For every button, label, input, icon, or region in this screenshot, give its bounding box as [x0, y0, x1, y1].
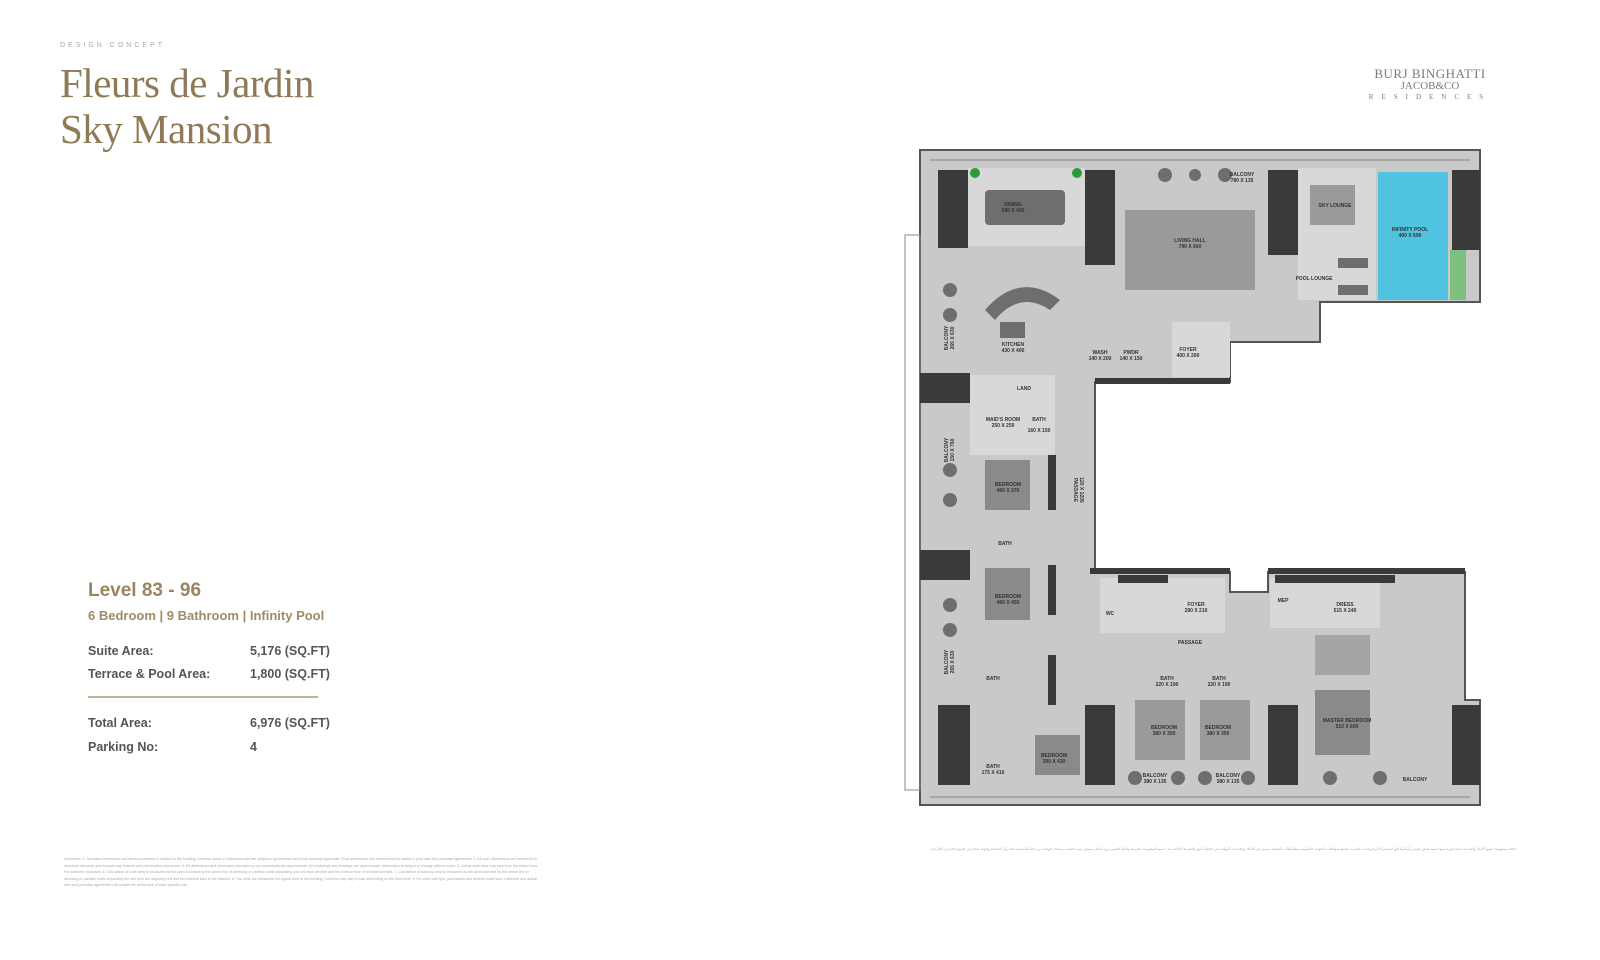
page-title: Fleurs de Jardin Sky Mansion	[60, 60, 314, 152]
room-name: SKY LOUNGE	[1319, 203, 1353, 209]
room-dims: 390 X 430	[1043, 759, 1066, 765]
room-dims: 380 X 135	[1144, 779, 1167, 785]
room-name: FOYER	[1187, 602, 1205, 608]
row-label: Terrace & Pool Area:	[88, 667, 211, 681]
room-dims: 460 X 450	[997, 600, 1020, 606]
title-line-1: Fleurs de Jardin	[60, 60, 314, 106]
row-value: 1,800 (SQ.FT)	[250, 667, 330, 681]
room-name: LIVING HALL	[1174, 238, 1205, 244]
disclaimer-english: Disclaimer: 1. All stated dimensions and…	[64, 857, 538, 888]
room-dims: 380 X 350	[1207, 731, 1230, 737]
room-dims: 460 X 370	[997, 488, 1020, 494]
room-name: BATH	[998, 541, 1012, 547]
terrace-area-row: Terrace & Pool Area: 1,800 (SQ.FT)	[88, 667, 330, 681]
room-name: BEDROOM	[995, 594, 1021, 600]
eyebrow-label: DESIGN CONCEPT	[60, 42, 166, 49]
room-dims: 265 X 630	[950, 326, 956, 349]
title-line-2: Sky Mansion	[60, 106, 273, 152]
parking-row: Parking No: 4	[88, 740, 257, 754]
plant-icons	[970, 168, 1082, 178]
row-label: Parking No:	[88, 740, 159, 754]
row-label: Total Area:	[88, 716, 152, 730]
room-name: FOYER	[1179, 347, 1197, 353]
structural-columns	[920, 170, 1480, 785]
disclaimer-arabic: إخلاء مسؤولية: جميع الأبعاد والخدمات الم…	[929, 847, 1516, 851]
room-name: BATH	[986, 764, 1000, 770]
room-dims: 175 X 410	[982, 770, 1005, 776]
room-name: POOL LOUNGE	[1296, 276, 1334, 282]
room-name: BEDROOM	[1205, 725, 1231, 731]
room-labels: DINING 590 X 420 LIVING HALL 790 X 660 B…	[944, 172, 1428, 785]
room-name: WC	[1106, 611, 1115, 617]
room-name: BEDROOM	[1041, 753, 1067, 759]
room-dims: 380 X 350	[1153, 731, 1176, 737]
room-name: PASSAGE	[1072, 478, 1078, 503]
room-name: BALCONY	[944, 437, 950, 462]
furniture	[943, 168, 1387, 785]
room-dims: 140 X 150	[1120, 356, 1143, 362]
room-name: WASH	[1093, 350, 1108, 356]
room-dims: 220 X 190	[1208, 682, 1231, 688]
room-name: BEDROOM	[1151, 725, 1177, 731]
room-name: KITCHEN	[1002, 342, 1025, 348]
room-name: BALCONY	[944, 325, 950, 350]
room-dims: 265 X 630	[950, 650, 956, 673]
room-name: BEDROOM	[995, 482, 1021, 488]
room-dims: 220 X 190	[1156, 682, 1179, 688]
room-dims: 510 X 600	[1336, 724, 1359, 730]
room-name: DINING	[1004, 202, 1022, 208]
room-name: BALCONY	[1143, 773, 1168, 779]
room-name: BATH	[986, 676, 1000, 682]
room-name: BALCONY	[1403, 777, 1428, 783]
row-value: 5,176 (SQ.FT)	[250, 644, 330, 658]
room-name: MEP	[1278, 598, 1290, 604]
room-dims: 400 X 690	[1399, 233, 1422, 239]
outer-glazing	[904, 159, 1470, 798]
room-name: BATH	[1212, 676, 1226, 682]
divider	[88, 696, 318, 698]
room-name: PWDR	[1123, 350, 1139, 356]
room-name: LAND	[1017, 386, 1031, 392]
logo-line-2: JACOB&CO	[1400, 80, 1460, 92]
row-value: 6,976 (SQ.FT)	[250, 716, 330, 730]
room-dims: 515 X 240	[1334, 608, 1357, 614]
total-area-row: Total Area: 6,976 (SQ.FT)	[88, 716, 330, 730]
room-dims: 790 X 660	[1179, 244, 1202, 250]
room-dims: 780 X 135	[1231, 178, 1254, 184]
room-dims: 120 X 1205	[1078, 477, 1084, 503]
row-value: 4	[250, 740, 257, 754]
logo-line-3: RESIDENCES	[1368, 93, 1492, 101]
room-name: BATH	[1032, 417, 1046, 423]
row-label: Suite Area:	[88, 644, 154, 658]
infinity-pool	[1378, 172, 1448, 300]
room-name: PASSAGE	[1178, 640, 1203, 646]
room-dims: 250 X 250	[992, 423, 1015, 429]
room-name: DRESS	[1336, 602, 1354, 608]
room-name: INFINITY POOL	[1392, 227, 1428, 233]
planter	[1450, 250, 1466, 300]
unit-features: 6 Bedroom | 9 Bathroom | Infinity Pool	[88, 608, 325, 623]
brand-logo: BURJ BINGHATTI JACOB&CO RESIDENCES	[1362, 66, 1498, 101]
room-dims: 140 X 200	[1089, 356, 1112, 362]
room-dims: 430 X 400	[1002, 348, 1025, 354]
room-dims: 380 X 135	[1217, 779, 1240, 785]
room-name: BATH	[1160, 676, 1174, 682]
room-name: MAID'S ROOM	[986, 417, 1020, 423]
room-dims: 150 X 760	[950, 438, 956, 461]
room-dims: 160 X 150	[1028, 428, 1051, 434]
room-name: BALCONY	[944, 649, 950, 674]
room-dims: 280 X 210	[1185, 608, 1208, 614]
level-range: Level 83 - 96	[88, 580, 202, 601]
room-name: BALCONY	[1216, 773, 1241, 779]
room-name: MASTER BEDROOM	[1323, 718, 1372, 724]
room-dims: 400 X 260	[1177, 353, 1200, 359]
suite-area-row: Suite Area: 5,176 (SQ.FT)	[88, 644, 330, 658]
room-dims: 590 X 420	[1002, 208, 1025, 214]
room-name: BALCONY	[1230, 172, 1255, 178]
logo-line-1: BURJ BINGHATTI	[1374, 66, 1486, 81]
